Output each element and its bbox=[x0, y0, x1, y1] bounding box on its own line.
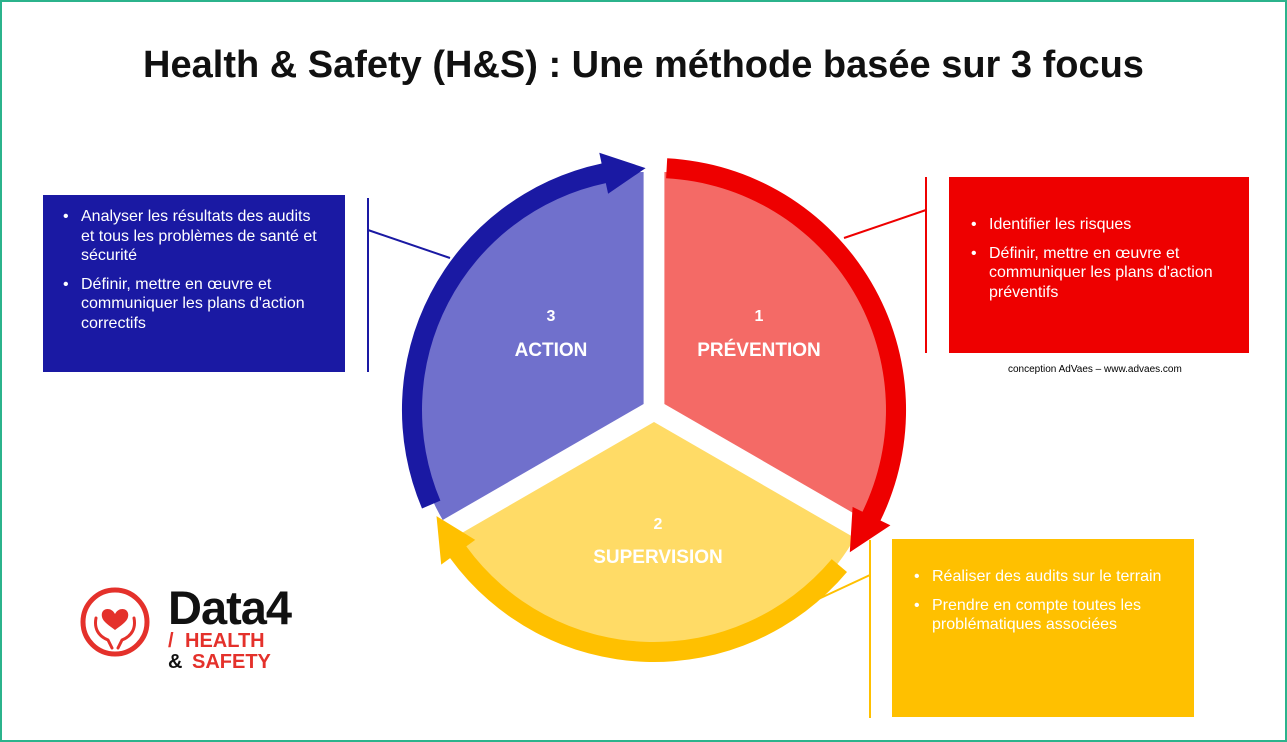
segment-supervision bbox=[453, 422, 855, 654]
bullet-icon: • bbox=[63, 208, 69, 225]
prevention-box: • Identifier les risques • Définir, mettre… bbox=[949, 177, 1249, 353]
bullet-icon: • bbox=[971, 244, 977, 262]
action-bullet-list: • Analyser les résultats des audits et to… bbox=[55, 207, 325, 333]
bullet-text: Définir, mettre en œuvre et communiquer … bbox=[989, 244, 1213, 301]
action-box: • Analyser les résultats des audits et to… bbox=[43, 195, 345, 372]
supervision-bullet-list: • Réaliser des audits sur le terrain • Pre… bbox=[906, 567, 1182, 635]
segment-action-number: 3 bbox=[547, 308, 556, 325]
logo-brand: Data4 bbox=[168, 581, 292, 634]
list-item: • Identifier les risques bbox=[963, 215, 1233, 235]
prevention-bullet-list: • Identifier les risques • Définir, mettre… bbox=[963, 215, 1233, 302]
segment-prevention-label: PRÉVENTION bbox=[697, 339, 821, 361]
slide-title: Health & Safety (H&S) : Une méthode basé… bbox=[143, 44, 1144, 86]
bullet-icon: • bbox=[63, 275, 69, 293]
bullet-text: Définir, mettre en œuvre et communiquer … bbox=[81, 275, 305, 332]
arrow-arc-action bbox=[401, 152, 646, 509]
logo-safety: SAFETY bbox=[192, 651, 271, 673]
segment-supervision-number: 2 bbox=[654, 516, 663, 533]
logo-health: HEALTH bbox=[185, 630, 265, 652]
list-item: • Définir, mettre en œuvre et communiquer… bbox=[55, 275, 325, 334]
segment-action-label: ACTION bbox=[515, 340, 588, 361]
heart-hands-icon bbox=[80, 587, 150, 657]
bullet-text: Analyser les résultats des audits et tou… bbox=[81, 208, 317, 264]
credit-text: conception AdVaes – www.advaes.com bbox=[1008, 364, 1182, 375]
connector-prevention-diag bbox=[843, 209, 927, 239]
list-item: • Définir, mettre en œuvre et communiquer… bbox=[963, 244, 1233, 303]
bullet-text: Prendre en compte toutes les problématiq… bbox=[932, 596, 1142, 634]
list-item: • Analyser les résultats des audits et to… bbox=[55, 207, 325, 266]
bullet-text: Identifier les risques bbox=[989, 216, 1132, 233]
arrow-arc-prevention bbox=[666, 158, 907, 553]
bullet-icon: • bbox=[914, 596, 920, 614]
segment-supervision-label: SUPERVISION bbox=[593, 547, 723, 568]
bullet-icon: • bbox=[971, 216, 977, 233]
list-item: • Réaliser des audits sur le terrain bbox=[906, 567, 1182, 587]
bullet-icon: • bbox=[914, 568, 920, 585]
logo-slash: / bbox=[168, 630, 174, 652]
bullet-text: Réaliser des audits sur le terrain bbox=[932, 568, 1162, 585]
list-item: • Prendre en compte toutes les problémati… bbox=[906, 596, 1182, 635]
segment-prevention-number: 1 bbox=[755, 308, 764, 325]
supervision-box: • Réaliser des audits sur le terrain • Pre… bbox=[892, 539, 1194, 717]
connector-action-diag bbox=[367, 229, 451, 259]
arrow-arc-supervision bbox=[436, 516, 847, 662]
logo-ampersand: & bbox=[168, 651, 183, 673]
